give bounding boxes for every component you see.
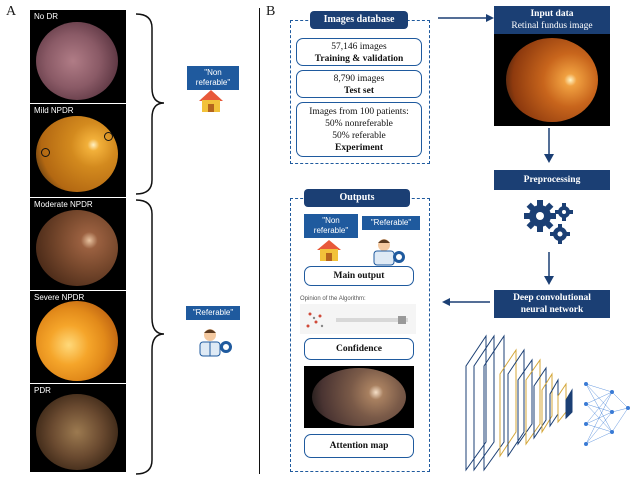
fundus-image bbox=[36, 301, 118, 381]
grade-label: Moderate NPDR bbox=[34, 200, 93, 209]
experiment-line3: 50% referable bbox=[332, 131, 386, 141]
non-referable-tag: "Non referable" bbox=[187, 66, 239, 90]
arrow-down-icon bbox=[544, 252, 554, 285]
fundus-severe-npdr: Severe NPDR bbox=[30, 291, 126, 383]
preprocessing-box: Preprocessing bbox=[494, 170, 610, 190]
referable-brace bbox=[135, 199, 165, 475]
panel-divider bbox=[259, 8, 260, 474]
doctor-icon bbox=[373, 239, 405, 266]
experiment-box: Images from 100 patients: 50% nonreferab… bbox=[296, 102, 422, 157]
arrow-down-icon bbox=[544, 128, 554, 163]
input-data-subtitle: Retinal fundus image bbox=[511, 21, 593, 31]
images-database-title: Images database bbox=[310, 11, 408, 29]
training-count: 57,146 images bbox=[331, 42, 387, 52]
attention-map-box: Attention map bbox=[304, 434, 414, 458]
arrow-left-icon bbox=[442, 298, 490, 306]
fundus-image bbox=[36, 210, 118, 286]
fundus-pdr: PDR bbox=[30, 384, 126, 472]
house-icon bbox=[317, 240, 341, 261]
training-box: 57,146 images Training & validation bbox=[296, 38, 422, 66]
opinion-caption: Opinion of the Algorithm: bbox=[300, 296, 366, 302]
outputs-title: Outputs bbox=[304, 189, 410, 207]
input-fundus-image bbox=[506, 38, 598, 122]
fundus-mild-npdr: Mild NPDR bbox=[30, 104, 126, 197]
gear-icon bbox=[524, 200, 573, 244]
panel-a-letter: A bbox=[6, 4, 17, 19]
panel-b-letter: B bbox=[266, 4, 276, 19]
fundus-image bbox=[36, 22, 118, 100]
cnn-line2: neural network bbox=[520, 305, 584, 315]
fundus-no-dr: No DR bbox=[30, 10, 126, 103]
house-icon bbox=[199, 90, 223, 112]
doctor-icon bbox=[199, 329, 232, 357]
grouping-braces bbox=[135, 13, 165, 475]
non-referable-brace bbox=[135, 13, 165, 195]
lesion-circle bbox=[104, 132, 113, 141]
outputs-group bbox=[290, 198, 430, 472]
attention-map-image bbox=[312, 368, 406, 426]
input-data-box: Input data Retinal fundus image bbox=[494, 6, 610, 34]
grade-label: Severe NPDR bbox=[34, 293, 85, 302]
fundus-moderate-npdr: Moderate NPDR bbox=[30, 198, 126, 290]
lesion-circle bbox=[41, 148, 50, 157]
grade-label: PDR bbox=[34, 386, 51, 395]
experiment-line2: 50% nonreferable bbox=[325, 119, 393, 129]
test-count: 8,790 images bbox=[333, 74, 385, 84]
test-label: Test set bbox=[344, 86, 374, 96]
test-box: 8,790 images Test set bbox=[296, 70, 422, 98]
input-fundus-frame bbox=[494, 34, 610, 126]
attention-map-frame bbox=[304, 366, 414, 428]
confidence-box: Confidence bbox=[304, 338, 414, 360]
grade-label: No DR bbox=[34, 12, 59, 21]
fundus-image bbox=[36, 394, 118, 470]
arrow-right-icon bbox=[438, 14, 494, 22]
cnn-box: Deep convolutional neural network bbox=[494, 290, 610, 318]
cnn-architecture-diagram bbox=[465, 334, 630, 472]
referable-tag: "Referable" bbox=[186, 306, 240, 320]
experiment-line1: Images from 100 patients: bbox=[309, 107, 409, 117]
cnn-line1: Deep convolutional bbox=[513, 293, 591, 303]
output-referable-tag: "Referable" bbox=[362, 216, 420, 230]
grade-label: Mild NPDR bbox=[34, 106, 74, 115]
training-label: Training & validation bbox=[314, 54, 404, 64]
input-data-title: Input data bbox=[530, 9, 574, 19]
experiment-label: Experiment bbox=[334, 143, 384, 153]
confidence-slider bbox=[300, 304, 416, 334]
output-non-referable-tag: "Non referable" bbox=[304, 214, 358, 238]
main-output-box: Main output bbox=[304, 266, 414, 286]
